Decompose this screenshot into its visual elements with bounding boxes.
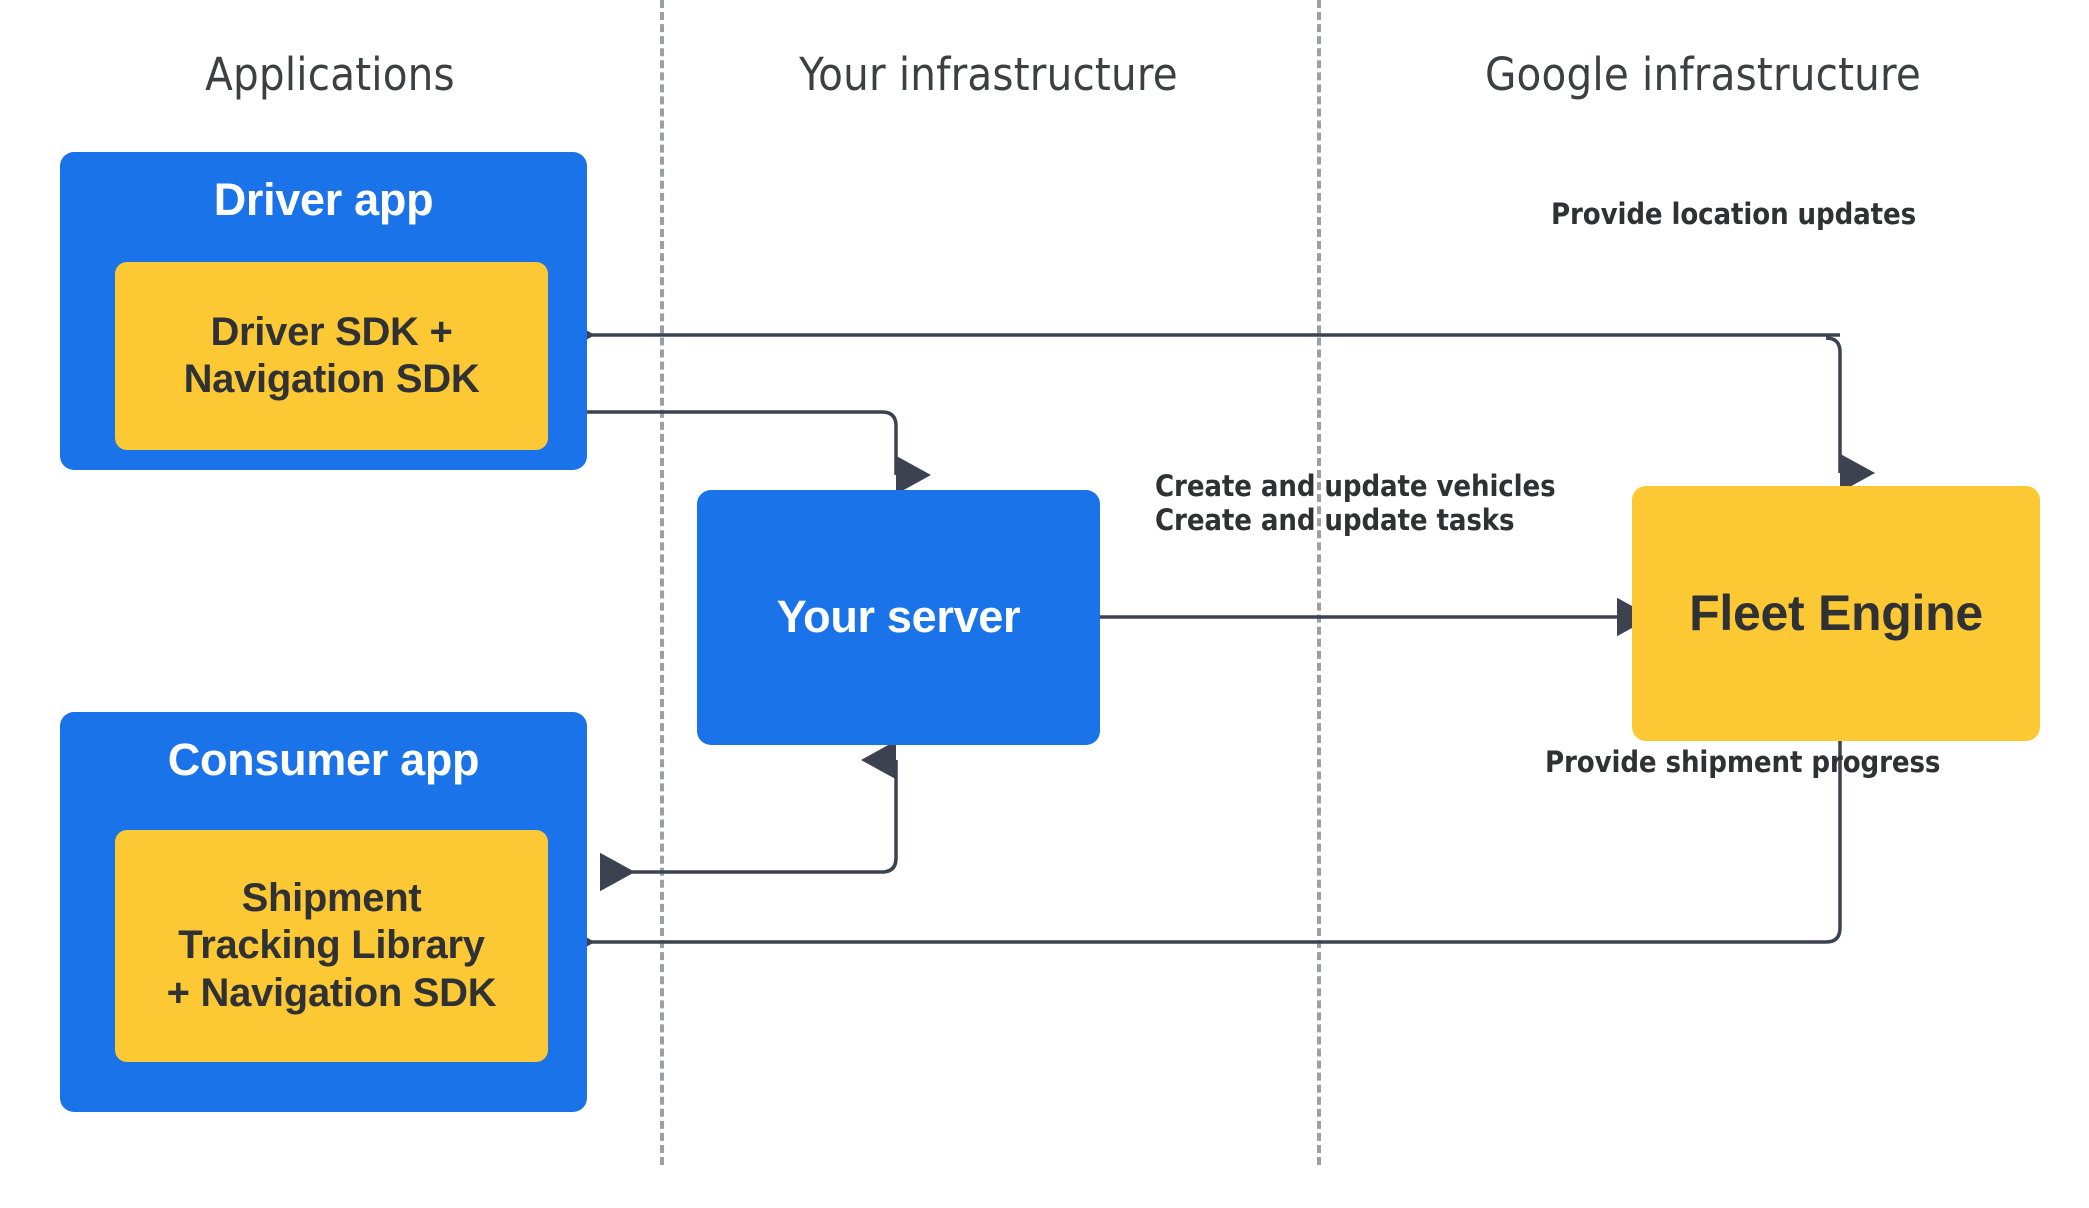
column-header-applications: Applications [205,48,455,101]
edge-label-create-and-update-tasks: Create and update tasks [1155,503,1515,537]
node-fleet-engine-label: Fleet Engine [1689,585,1983,641]
node-shipment-tracking-label: Shipment Tracking Library + Navigation S… [167,875,497,1017]
node-shipment-tracking-label-line3: + Navigation SDK [166,970,497,1015]
column-divider-left [660,0,664,1165]
edge-your-server-to-shipment-tracking [600,740,898,892]
node-driver-app-label: Driver app [213,174,434,225]
node-shipment-tracking-library[interactable]: Shipment Tracking Library + Navigation S… [115,830,548,1062]
edge-label-provide-shipment-progress: Provide shipment progress [1545,745,1941,779]
node-driver-sdk-label-line1: Driver SDK + [210,309,453,354]
node-driver-app[interactable]: Driver app Driver SDK + Navigation SDK [60,152,587,470]
column-divider-right [1317,0,1321,1165]
node-shipment-tracking-label-line2: Tracking Library [178,923,485,968]
column-header-google-infrastructure: Google infrastructure [1484,48,1922,101]
node-fleet-engine[interactable]: Fleet Engine [1632,486,2040,741]
column-header-your-infrastructure: Your infrastructure [799,48,1178,101]
node-your-server-label: Your server [776,591,1021,643]
node-driver-sdk[interactable]: Driver SDK + Navigation SDK [115,262,548,450]
node-consumer-app-label: Consumer app [167,734,480,785]
node-your-server[interactable]: Your server [697,490,1100,745]
node-shipment-tracking-label-line1: Shipment [241,876,422,921]
node-driver-sdk-label: Driver SDK + Navigation SDK [184,309,480,403]
edge-label-create-and-update-vehicles: Create and update vehicles [1155,469,1556,503]
node-consumer-app[interactable]: Consumer app Shipment Tracking Library +… [60,712,587,1112]
edge-driver-sdk-to-your-server [525,392,931,495]
edge-label-provide-location-updates: Provide location updates [1551,197,1917,231]
edge-driver-sdk-to-fleet-engine [1825,336,1875,493]
node-driver-sdk-label-line2: Navigation SDK [183,357,480,401]
